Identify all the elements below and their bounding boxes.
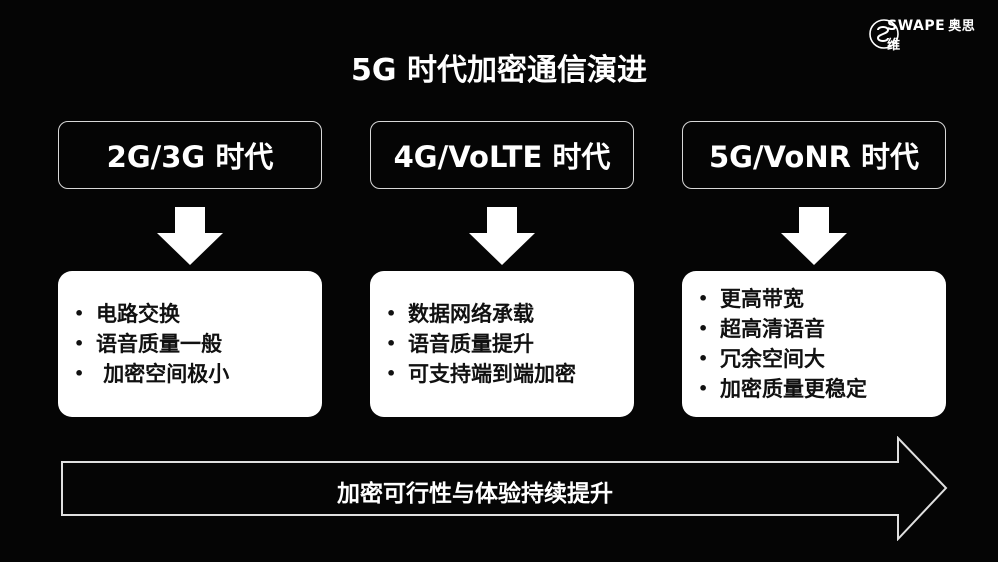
progress-arrow-icon	[61, 436, 948, 541]
bullet-icon: •	[74, 304, 85, 323]
bullet-icon: •	[698, 319, 709, 338]
feature-item: • 数据网络承载	[386, 299, 634, 329]
bullet-icon: •	[698, 289, 709, 308]
down-arrow-icon	[157, 207, 223, 265]
feature-text: 数据网络承载	[408, 302, 534, 326]
feature-text: 更高带宽	[720, 287, 804, 311]
feature-item: • 可支持端到端加密	[386, 359, 634, 389]
down-arrow-icon	[469, 207, 535, 265]
feature-text: 加密空间极小	[96, 362, 230, 386]
era-box-4g: 4G/VoLTE 时代	[370, 121, 634, 189]
bullet-icon: •	[74, 334, 85, 353]
bullet-icon: •	[698, 379, 709, 398]
bullet-icon: •	[386, 364, 397, 383]
feature-box-4g: • 数据网络承载 • 语音质量提升 • 可支持端到端加密	[370, 271, 634, 417]
progress-arrow-label: 加密可行性与体验持续提升	[337, 481, 613, 507]
logo-brand-cn: 奥思维	[887, 19, 976, 53]
feature-item: • 语音质量提升	[386, 329, 634, 359]
bullet-icon: •	[698, 349, 709, 368]
feature-item: • 超高清语音	[698, 314, 946, 344]
slide-title: 5G 时代加密通信演进	[351, 53, 647, 88]
feature-text: 电路交换	[96, 302, 180, 326]
era-box-5g: 5G/VoNR 时代	[682, 121, 946, 189]
bullet-icon: •	[386, 334, 397, 353]
bullet-icon: •	[386, 304, 397, 323]
logo-brand-en: SWAPE	[887, 18, 946, 34]
feature-item: • 更高带宽	[698, 284, 946, 314]
bullet-icon: •	[74, 364, 85, 383]
feature-box-2g3g: • 电路交换 • 语音质量一般 • 加密空间极小	[58, 271, 322, 417]
feature-item: • 电路交换	[74, 299, 322, 329]
logo-mark-icon	[868, 18, 899, 50]
feature-text: 超高清语音	[720, 317, 825, 341]
feature-item: • 加密空间极小	[74, 359, 322, 389]
feature-text: 语音质量提升	[408, 332, 534, 356]
down-arrow-icon	[781, 207, 847, 265]
feature-text: 语音质量一般	[96, 332, 222, 356]
feature-text: 可支持端到端加密	[408, 362, 576, 386]
feature-box-5g: • 更高带宽 • 超高清语音 • 冗余空间大 • 加密质量更稳定	[682, 271, 946, 417]
feature-item: • 语音质量一般	[74, 329, 322, 359]
feature-item: • 加密质量更稳定	[698, 374, 946, 404]
feature-item: • 冗余空间大	[698, 344, 946, 374]
feature-text: 冗余空间大	[720, 347, 825, 371]
feature-text: 加密质量更稳定	[720, 377, 867, 401]
era-box-2g3g: 2G/3G 时代	[58, 121, 322, 189]
